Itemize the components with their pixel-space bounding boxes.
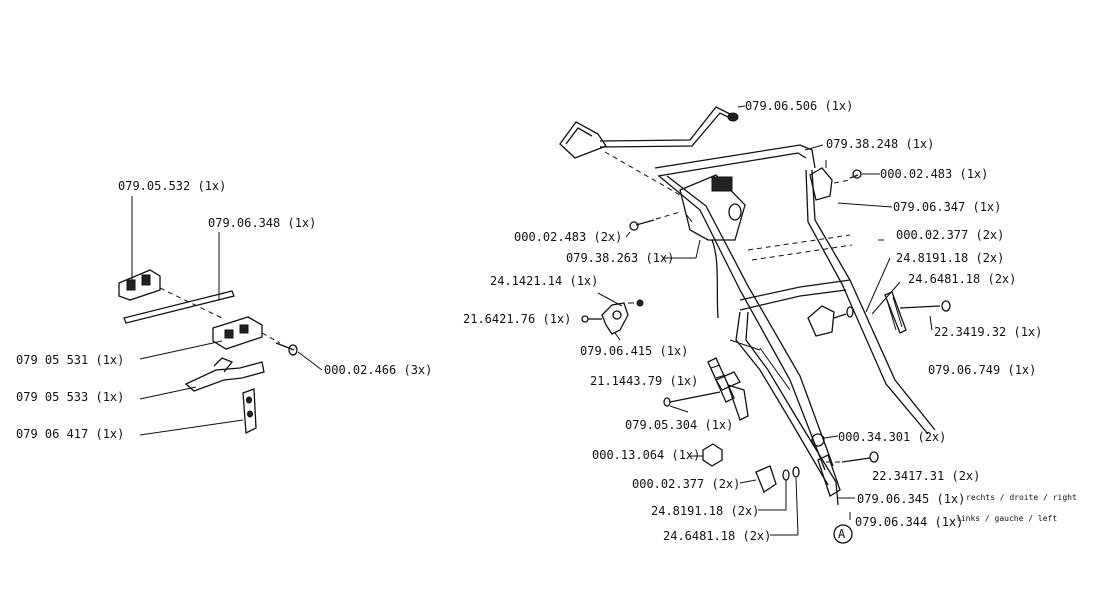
label-22-3417-31: 22.3417.31 (2x) (872, 469, 980, 483)
screw-part (261, 332, 323, 371)
label-000-02-377-left: 000.02.377 (2x) (632, 477, 740, 491)
spring-bracket-part (139, 357, 265, 400)
label-079-06-345: 079.06.345 (1x) (857, 492, 965, 506)
label-000-02-483-left: 000.02.483 (2x) (514, 230, 622, 244)
clip-block-part (118, 196, 161, 301)
label-000-02-377-right: 000.02.377 (2x) (896, 228, 1004, 242)
threaded-rod-part (878, 239, 907, 334)
label-079-38-248: 079.38.248 (1x) (826, 137, 934, 151)
label-079-06-415: 079.06.415 (1x) (580, 344, 688, 358)
label-079-06-347: 079.06.347 (1x) (893, 200, 1001, 214)
plate-part (139, 316, 263, 360)
label-079-05-532: 079.05.532 (1x) (118, 179, 226, 193)
bolt-22-3419-32-part (899, 300, 951, 331)
label-24-8191-18-right: 24.8191.18 (2x) (896, 251, 1004, 265)
label-000-13-064: 000.13.064 (1x) (592, 448, 700, 462)
label-079-06-749: 079.06.749 (1x) (928, 363, 1036, 377)
label-22-3419-32: 22.3419.32 (1x) (934, 325, 1042, 339)
bottom-tube-part: A (833, 481, 855, 544)
label-24-8191-18-left: 24.8191.18 (2x) (651, 504, 759, 518)
knob-lower-left-part (739, 465, 800, 536)
label-21-6421-76: 21.6421.76 (1x) (463, 312, 571, 326)
label-079-06-417: 079 06 417 (1x) (16, 427, 124, 441)
label-079-05-533: 079 05 533 (1x) (16, 390, 124, 404)
marker-a-circle (833, 524, 853, 544)
label-000-34-301: 000.34.301 (2x) (838, 430, 946, 444)
cable-guide-part (559, 105, 746, 196)
clip-part (139, 388, 257, 436)
crossbar-clamp-part (663, 357, 749, 421)
label-000-02-466: 000.02.466 (3x) (324, 363, 432, 377)
label-079-05-531: 079 05 531 (1x) (16, 353, 124, 367)
label-24-1421-14: 24.1421.14 (1x) (490, 274, 598, 288)
marker-a-label: A (838, 527, 846, 541)
lower-handle-part (729, 279, 851, 486)
clamp-part (809, 160, 893, 208)
right-assembly: A 079.06.506 (1x) 079.38.248 (1x) 000.02… (463, 99, 1077, 544)
screw-000-02-483-part (625, 211, 701, 259)
nut-000-13-064-part (690, 443, 723, 467)
label-24-6481-18-right: 24.6481.18 (2x) (908, 272, 1016, 286)
note-rechts: rechts / droite / right (966, 493, 1077, 502)
label-079-06-348: 079.06.348 (1x) (208, 216, 316, 230)
left-assembly: 079.05.532 (1x) 079.06.348 (1x) 079 05 5… (16, 179, 432, 441)
label-000-02-483-right: 000.02.483 (1x) (880, 167, 988, 181)
label-079-38-263: 079.38.263 (1x) (566, 251, 674, 265)
nut-bolt-lower-part (811, 433, 879, 497)
note-links: links / gauche / left (956, 514, 1057, 523)
upper-handle-part (654, 144, 936, 471)
label-079-06-344: 079.06.344 (1x) (855, 515, 963, 529)
label-24-6481-18-left: 24.6481.18 (2x) (663, 529, 771, 543)
rod-part (123, 232, 235, 324)
label-079-05-304: 079.05.304 (1x) (625, 418, 733, 432)
hinge-fitting-part (581, 292, 644, 341)
label-079-06-506: 079.06.506 (1x) (745, 99, 853, 113)
label-21-1443-79: 21.1443.79 (1x) (590, 374, 698, 388)
